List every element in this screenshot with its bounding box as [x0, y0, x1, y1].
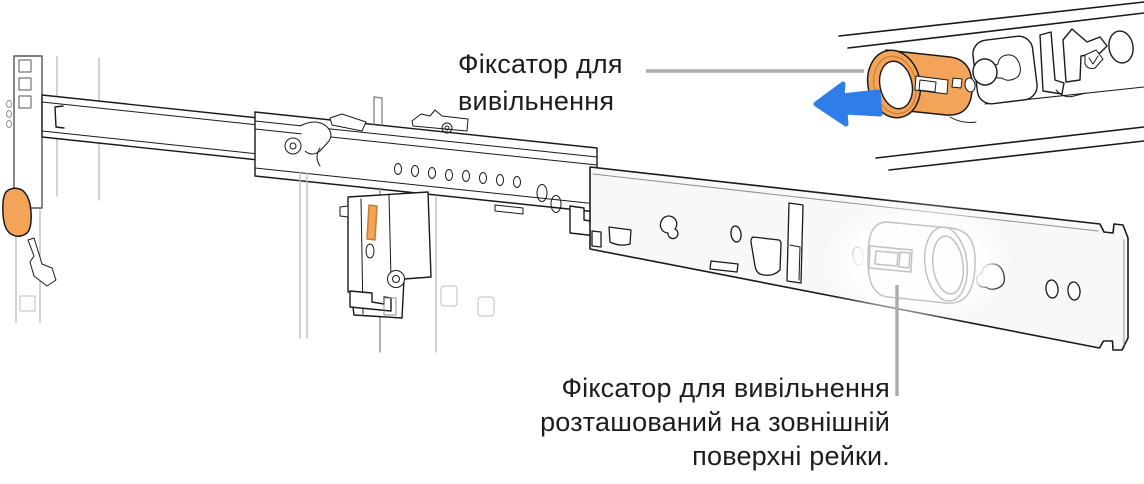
rack-hole: [440, 285, 458, 307]
label-line: вивільнення: [458, 86, 615, 116]
rack-hole: [477, 296, 495, 317]
latch-mechanism-detail: [949, 28, 1134, 123]
label-line: розташований на зовнішній: [540, 407, 890, 437]
rail-top-clamp: [411, 109, 469, 134]
mid-mounting-bracket: [339, 191, 432, 319]
rail-holes: [394, 163, 562, 215]
rail-detail-zoomed: [813, 1, 1144, 171]
release-latch-label: Фіксатор для вивільнення: [458, 46, 623, 120]
release-latch-orange: [866, 49, 976, 119]
rail-lock-mechanism: [284, 113, 367, 167]
rack-hole: [383, 297, 397, 316]
release-latch-ghost: [838, 212, 998, 312]
bracket-orange-indicator: [366, 204, 378, 241]
pull-tab: [27, 237, 57, 287]
label-line: поверхні рейки.: [692, 441, 890, 471]
bracket-hook: [349, 290, 392, 312]
rail-cutout: [54, 105, 65, 129]
outer-rail-panel: [589, 166, 1129, 351]
label-line: Фіксатор для: [458, 49, 623, 79]
thumb-latch-orange: [2, 187, 57, 287]
left-arrow-icon: [813, 81, 883, 127]
label-line: Фіксатор для вивільнення: [561, 373, 890, 403]
release-latch-location-label: Фіксатор для вивільнення розташований на…: [440, 371, 890, 473]
